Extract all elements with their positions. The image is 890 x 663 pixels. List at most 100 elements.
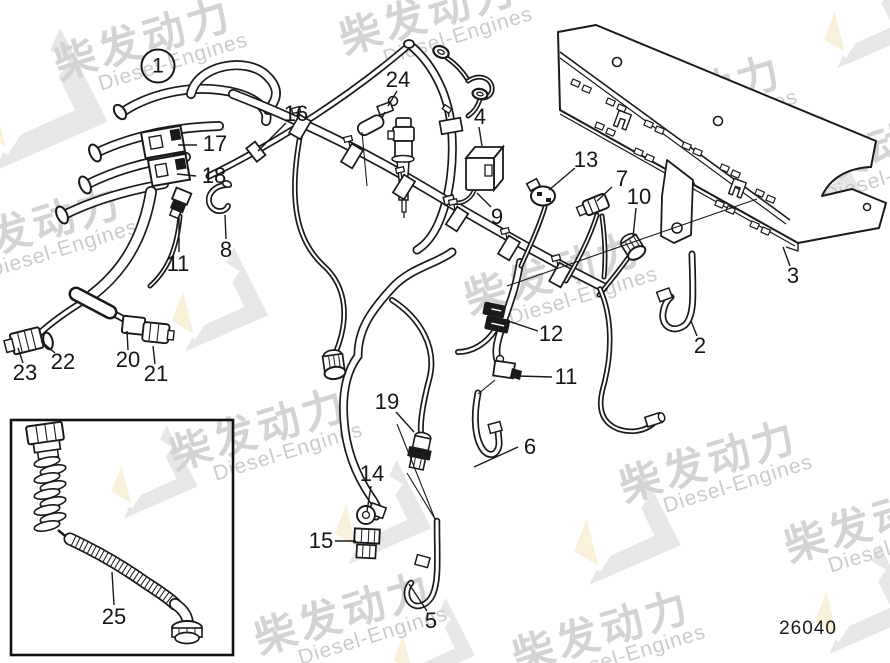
line-art-shape <box>401 199 407 213</box>
line-art-shape <box>719 163 730 173</box>
line-art-shape <box>53 423 57 440</box>
line-art-shape <box>760 226 771 236</box>
line-art-shape <box>65 534 180 609</box>
line-art-shape <box>400 172 403 179</box>
line-art-shape <box>187 61 280 114</box>
callout-24[interactable]: 24 <box>385 67 411 92</box>
line-art-shape <box>491 322 505 327</box>
line-art-shape <box>168 207 182 220</box>
line-art-shape <box>33 520 61 532</box>
line-art-shape <box>593 197 601 212</box>
callout-8[interactable]: 8 <box>219 237 233 262</box>
callout-25[interactable]: 25 <box>101 604 127 629</box>
line-art-shape <box>165 594 174 605</box>
connector-17-block <box>139 124 187 160</box>
line-art-shape <box>78 175 92 195</box>
connector-cluster <box>55 39 415 225</box>
callout-2[interactable]: 2 <box>693 333 707 358</box>
watermark-logo <box>96 415 205 527</box>
leader-line <box>476 192 492 208</box>
callout-17[interactable]: 17 <box>202 131 228 156</box>
callout-1[interactable]: 1 <box>140 48 176 84</box>
callout-14[interactable]: 14 <box>359 461 385 486</box>
callout-4[interactable]: 4 <box>473 104 487 129</box>
callout-3[interactable]: 3 <box>786 263 800 288</box>
callout-10[interactable]: 10 <box>626 184 652 209</box>
line-art-shape <box>361 545 364 557</box>
line-art-shape <box>102 551 109 563</box>
line-art-shape <box>473 391 501 457</box>
callout-12[interactable]: 12 <box>538 321 564 346</box>
callout-13[interactable]: 13 <box>573 147 599 172</box>
callout-6[interactable]: 6 <box>523 434 537 459</box>
callout-19[interactable]: 19 <box>374 389 400 414</box>
line-art-shape <box>520 206 546 267</box>
leader-line <box>224 214 227 240</box>
harness-tubes <box>36 40 697 610</box>
line-art-shape <box>559 51 791 221</box>
line-art-shape <box>660 159 694 244</box>
callout-11[interactable]: 11 <box>554 364 578 389</box>
line-art-shape <box>368 546 371 558</box>
line-art-shape <box>207 44 410 178</box>
line-art-shape <box>570 78 581 88</box>
callout-23[interactable]: 23 <box>12 360 38 385</box>
sleeve <box>356 114 385 137</box>
callout-9[interactable]: 9 <box>490 204 504 229</box>
line-art-shape <box>90 545 97 557</box>
callout-7[interactable]: 7 <box>615 166 629 191</box>
line-art-shape <box>408 455 427 471</box>
fitting-15 <box>353 527 381 560</box>
line-art-shape <box>132 570 140 582</box>
line-art-shape <box>394 165 406 175</box>
line-art-shape <box>559 57 787 225</box>
line-art-shape <box>38 299 86 335</box>
line-art-shape <box>654 125 665 135</box>
line-art-shape <box>44 424 48 441</box>
line-art-shape <box>88 143 102 163</box>
callout-20[interactable]: 20 <box>115 347 141 372</box>
line-art-shape <box>496 234 522 262</box>
line-art-shape <box>390 298 433 435</box>
leader-line <box>152 345 156 365</box>
line-art-shape <box>441 103 453 115</box>
line-art-shape <box>98 549 105 561</box>
line-art-shape <box>594 121 605 131</box>
line-art-shape <box>151 583 159 595</box>
connector-7 <box>575 192 610 217</box>
line-art-shape <box>546 198 551 202</box>
callout-5[interactable]: 5 <box>424 608 438 633</box>
leader-line <box>17 347 24 364</box>
line-art-shape <box>557 24 887 244</box>
callout-22[interactable]: 22 <box>50 349 76 374</box>
pipe-6-clip <box>487 420 504 435</box>
clamp-11-right <box>492 354 522 380</box>
line-art-shape <box>112 103 128 121</box>
line-art-shape <box>611 56 623 68</box>
line-art-shape <box>124 565 133 577</box>
line-art-shape <box>785 243 799 252</box>
leader-lines <box>17 90 791 612</box>
callout-16[interactable]: 16 <box>283 101 309 126</box>
line-art-shape <box>148 323 152 341</box>
line-art-shape <box>293 129 346 351</box>
callout-11[interactable]: 11 <box>166 251 190 276</box>
y-split <box>68 286 118 320</box>
line-art-shape <box>87 187 156 300</box>
line-art-shape <box>754 188 765 198</box>
line-art-shape <box>467 98 481 117</box>
trunk-clamps <box>287 103 572 289</box>
line-art-shape <box>17 333 23 352</box>
line-art-shape <box>661 252 695 331</box>
figure-number: 26040 <box>779 618 837 639</box>
line-art-shape <box>692 147 703 157</box>
callout-21[interactable]: 21 <box>143 361 169 386</box>
line-art-shape <box>71 289 115 317</box>
line-art-shape <box>292 128 347 352</box>
line-art-shape <box>117 561 125 572</box>
callout-18[interactable]: 18 <box>201 163 227 188</box>
leader-line <box>395 411 415 433</box>
callout-15[interactable]: 15 <box>308 528 334 553</box>
leader-line <box>517 375 553 378</box>
